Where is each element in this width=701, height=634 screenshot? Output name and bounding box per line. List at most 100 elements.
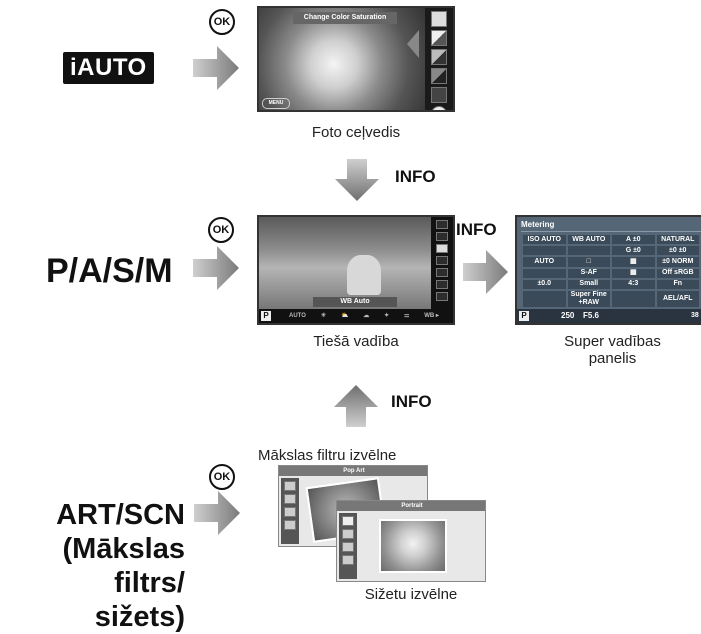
flash-mode-icon[interactable] (436, 292, 448, 301)
super-panel-caption-line2: panelis (588, 350, 637, 367)
shutter-speed: 250 (561, 311, 575, 320)
panel-cell-face[interactable]: ▦ (612, 268, 655, 278)
mode-badge: P (261, 311, 271, 321)
subject-figure (347, 255, 381, 295)
panel-cell-empty-1[interactable] (523, 246, 566, 256)
picture-mode-icon[interactable] (436, 232, 448, 241)
panel-cell-picture-mode[interactable]: NATURAL (656, 235, 699, 245)
mode-badge: P (519, 311, 529, 321)
art-scn-line1: ART/SCN (56, 499, 185, 531)
scene-item[interactable] (342, 516, 354, 526)
live-bottom-bar: P AUTO ☀ ⛅ ☁ ✦ ⚌ WB ▸ (259, 309, 453, 323)
shots-remaining: 38 (691, 312, 699, 319)
art-scn-mode-label: ART/SCN (Mākslas filtrs/ sižets) (0, 498, 185, 634)
wb-option-cloudy[interactable]: ☁ (363, 313, 370, 319)
panel-cell-color-space[interactable]: Off sRGB (656, 268, 699, 278)
scene-menu-caption: Sižetu izvēlne (364, 586, 458, 603)
panel-cell-aspect[interactable]: 4:3 (612, 279, 655, 289)
drive-mode-icon[interactable] (436, 256, 448, 265)
ok-button-icon: OK (209, 9, 235, 35)
ok-button-icon: OK (209, 464, 235, 490)
art-filter-item[interactable] (284, 520, 296, 530)
wb-option-shade[interactable]: ⛅ (340, 313, 349, 319)
panel-cell-image-size[interactable]: Small (567, 279, 610, 289)
live-view-image (259, 217, 431, 309)
guide-side-menu (425, 8, 453, 110)
aspect-ratio-icon[interactable] (436, 268, 448, 277)
scene-title: Portrait (337, 501, 485, 511)
art-filter-title: Pop Art (279, 466, 427, 476)
panel-cell-drive[interactable]: □ (567, 257, 610, 267)
down-arrow-icon (335, 159, 379, 201)
tip-icon[interactable] (431, 106, 447, 110)
art-filter-item[interactable] (284, 507, 296, 517)
art-scn-line3: sižets) (94, 601, 185, 633)
wb-option-sunny[interactable]: ☀ (320, 313, 327, 319)
panel-header: Metering (521, 219, 701, 232)
panel-cell-contrast[interactable]: ±0 ±0 (656, 246, 699, 256)
saturation-level-4-icon[interactable] (431, 68, 447, 84)
panel-cell-empty-3[interactable] (523, 268, 566, 278)
panel-cell-quality[interactable]: Super Fine +RAW (567, 290, 610, 307)
record-mode-icon[interactable] (436, 280, 448, 289)
panel-cell-iso[interactable]: ISO AUTO (523, 235, 566, 245)
photo-guide-caption: Foto ceļvedis (311, 124, 401, 141)
scene-item[interactable] (342, 529, 354, 539)
ok-button-icon: OK (208, 217, 234, 243)
pasm-mode-label: P/A/S/M (46, 252, 173, 290)
panel-cell-empty-4[interactable] (523, 290, 566, 307)
panel-cell-metering[interactable]: ▦ (612, 257, 655, 267)
right-arrow-icon (193, 246, 239, 290)
up-arrow-icon (334, 385, 378, 427)
wb-option-auto[interactable]: AUTO (289, 313, 306, 319)
saturation-level-5-icon[interactable] (431, 87, 447, 103)
right-arrow-icon (194, 491, 240, 535)
art-filter-item[interactable] (284, 494, 296, 504)
wb-option-more[interactable]: WB ▸ (424, 313, 439, 319)
art-menu-caption: Mākslas filtru izvēlne (258, 447, 397, 464)
panel-cell-af-mode[interactable]: S-AF (567, 268, 610, 278)
wb-setting-label: WB Auto (313, 297, 397, 307)
panel-cell-wb-g[interactable]: G ±0 (612, 246, 655, 256)
right-arrow-icon (463, 250, 508, 294)
panel-cell-empty-2[interactable] (567, 246, 610, 256)
art-filter-list (281, 478, 299, 544)
wb-option-fluorescent[interactable]: ⚌ (404, 313, 410, 319)
panel-cell-fn[interactable]: Fn (656, 279, 699, 289)
scene-menu-screen: Portrait (336, 500, 486, 582)
saturation-level-2-icon[interactable] (431, 30, 447, 46)
flower-image (259, 8, 425, 110)
live-control-caption: Tiešā vadība (313, 333, 399, 350)
back-menu-button[interactable]: MENU (262, 98, 290, 109)
scene-item[interactable] (342, 542, 354, 552)
photo-guide-screen: Change Color Saturation MENU (257, 6, 455, 112)
panel-cell-gradation[interactable]: ±0 NORM (656, 257, 699, 267)
white-balance-icon[interactable] (436, 244, 448, 253)
wb-option-tungsten[interactable]: ✦ (384, 313, 390, 319)
iauto-mode-label: iAUTO (63, 52, 154, 84)
panel-cell-empty-5[interactable] (612, 290, 655, 307)
image-stabilizer-icon[interactable] (436, 220, 448, 229)
scene-item[interactable] (342, 555, 354, 565)
panel-cell-wb[interactable]: WB AUTO (567, 235, 610, 245)
live-control-screen: WB Auto P AUTO ☀ ⛅ ☁ ✦ ⚌ WB ▸ (257, 215, 455, 325)
super-panel-caption-line1: Super vadības (564, 333, 661, 350)
live-side-menu (431, 217, 453, 309)
portrait-preview-image (379, 519, 447, 573)
info-button-label: INFO (395, 167, 436, 186)
slider-pointer-icon (407, 30, 419, 58)
scene-list (339, 513, 357, 579)
aperture-value: F5.6 (583, 311, 600, 320)
art-filter-item[interactable] (284, 481, 296, 491)
panel-cell-ael[interactable]: AEL/AFL (656, 290, 699, 307)
panel-cell-flash-comp[interactable]: ±0.0 (523, 279, 566, 289)
right-arrow-icon (193, 46, 239, 90)
info-button-label: INFO (456, 220, 497, 239)
saturation-level-3-icon[interactable] (431, 49, 447, 65)
info-button-label: INFO (391, 392, 432, 411)
panel-cell-flash[interactable]: AUTO (523, 257, 566, 267)
panel-grid: ISO AUTO WB AUTO A ±0 NATURAL G ±0 ±0 ±0… (523, 235, 699, 307)
art-scn-line2: (Mākslas filtrs/ (62, 533, 185, 599)
panel-cell-wb-a[interactable]: A ±0 (612, 235, 655, 245)
saturation-level-1-icon[interactable] (431, 11, 447, 27)
